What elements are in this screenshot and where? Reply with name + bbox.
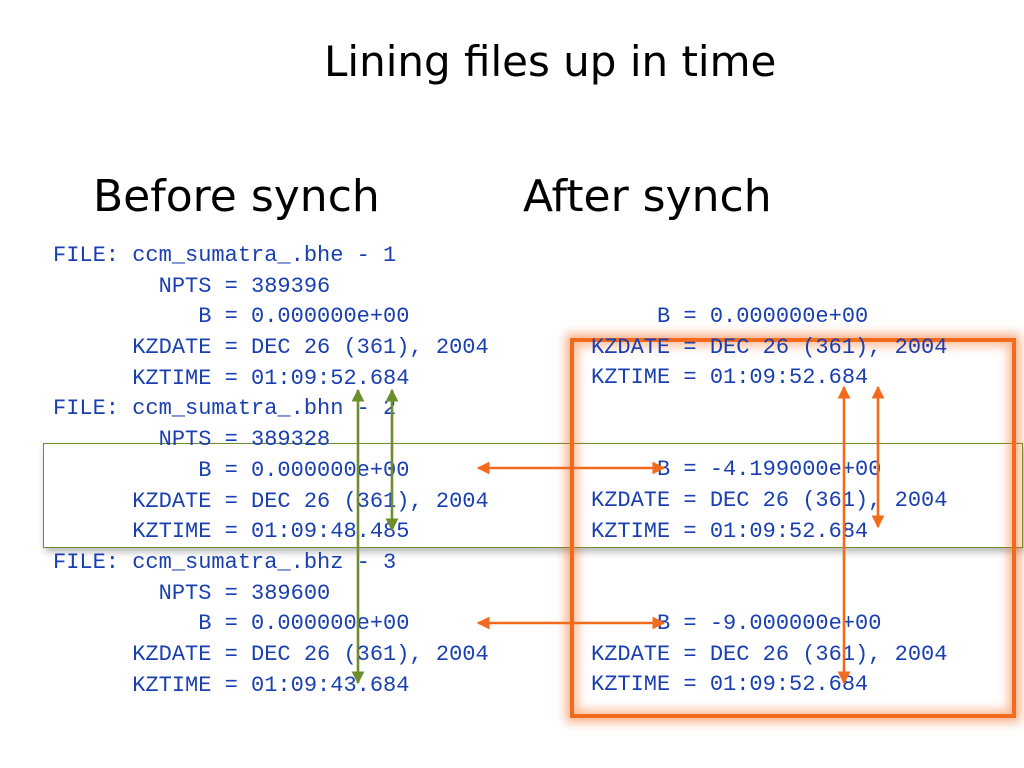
header-line: KZTIME = 01:09:48.485 <box>53 519 410 545</box>
header-line: NPTS = 389396 <box>53 273 331 299</box>
header-line: FILE: ccm_sumatra_.bhn - 2 <box>53 396 397 422</box>
header-line: B = -9.000000e+00 <box>591 610 882 636</box>
header-line: NPTS = 389600 <box>53 580 331 606</box>
before-synch-header-listing: FILE: ccm_sumatra_.bhe - 1 NPTS = 389396… <box>53 241 489 701</box>
header-line: B = 0.000000e+00 <box>591 304 869 329</box>
header-line: KZDATE = DEC 26 (361), 2004 <box>591 334 948 360</box>
after-synch-heading: After synch <box>523 171 772 222</box>
header-line: B = 0.000000e+00 <box>53 304 410 330</box>
before-synch-heading: Before synch <box>93 171 380 222</box>
slide-title: Lining files up in time <box>324 37 777 86</box>
header-line: KZTIME = 01:09:52.684 <box>591 365 869 391</box>
header-line: FILE: ccm_sumatra_.bhe - 1 <box>53 243 397 268</box>
header-line: FILE: ccm_sumatra_.bhz - 3 <box>53 549 397 575</box>
header-line: KZTIME = 01:09:52.684 <box>53 365 410 391</box>
north-file-highlight-box <box>43 443 1023 548</box>
header-line: KZDATE = DEC 26 (361), 2004 <box>591 488 948 514</box>
header-line: KZDATE = DEC 26 (361), 2004 <box>53 335 489 361</box>
after-synch-highlight-box <box>570 338 1016 718</box>
header-line: B = 0.000000e+00 <box>53 611 410 637</box>
header-line: KZTIME = 01:09:43.684 <box>53 672 410 698</box>
header-line: NPTS = 389328 <box>53 427 331 453</box>
header-line: B = 0.000000e+00 <box>53 457 410 483</box>
